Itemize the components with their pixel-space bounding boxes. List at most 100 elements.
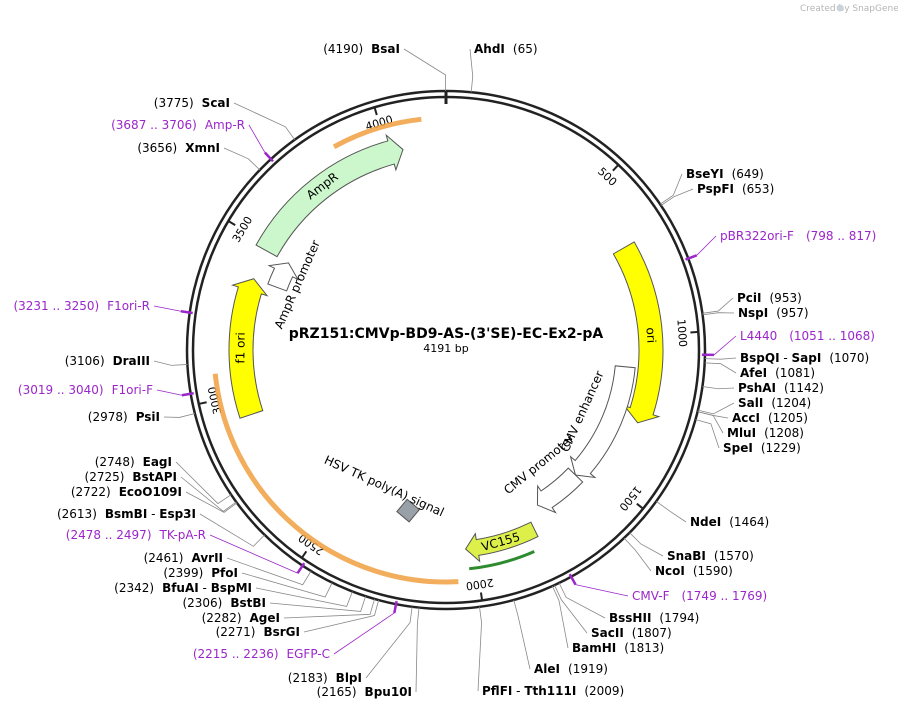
enzyme-label: (2165)Bpu10I — [317, 685, 412, 699]
enzyme-label: AccI(1205) — [732, 411, 808, 425]
primer-range: (3019 .. 3040) — [18, 383, 104, 397]
enzyme-position: (4190) — [323, 42, 363, 56]
enzyme-label: (2342)BfuAI - BspMI — [114, 581, 252, 595]
leader-line — [697, 411, 724, 434]
leader-line — [558, 582, 606, 619]
primer-mark — [568, 573, 577, 586]
leader-line — [704, 357, 737, 360]
enzyme-label: (2306)BstBI — [182, 596, 266, 610]
feature-ampr-promoter — [267, 262, 300, 292]
leader-line — [552, 585, 569, 649]
primer-range: (3687 .. 3706) — [111, 118, 197, 132]
tick-mark — [227, 220, 236, 226]
enzyme-label: (2722)EcoO109I — [71, 485, 182, 499]
primer-label: (2478 .. 2497)TK-pA-R — [66, 528, 206, 542]
enzyme-name: XmnI — [185, 141, 220, 155]
primer-name: pBR322ori-F — [720, 229, 794, 243]
enzyme-position: (2306) — [182, 596, 222, 610]
snapgene-credit: Created by SnapGene — [800, 4, 898, 14]
leader-line — [704, 362, 737, 374]
tick-label: 3500 — [230, 214, 255, 245]
primer-label: L4440(1051 .. 1068) — [740, 329, 875, 343]
enzyme-label: AfeI(1081) — [740, 366, 815, 380]
primer-mark — [181, 392, 194, 397]
enzyme-name-second: SapI — [792, 351, 822, 365]
enzyme-position: (2342) — [114, 581, 154, 595]
enzyme-label: (2613)BsmBI - Esp3I — [57, 507, 196, 521]
feature-label: f1 ori — [233, 332, 247, 363]
enzyme-position: (65) — [513, 42, 538, 56]
primer-mark — [180, 310, 193, 315]
enzyme-name: AleI — [534, 662, 560, 676]
leader-line — [255, 587, 353, 607]
enzyme-position: (2009) — [584, 684, 624, 698]
primer-label: (3687 .. 3706)Amp-R — [111, 118, 245, 132]
enzyme-position: (3106) — [65, 354, 105, 368]
primer-label: pBR322ori-F (798 .. 817) — [720, 229, 876, 243]
primer-name: CMV-F — [632, 589, 670, 603]
primer-range: (798 .. 817) — [806, 229, 876, 243]
primer-label: (3019 .. 3040)F1ori-F — [18, 383, 153, 397]
enzyme-name: AfeI — [740, 366, 767, 380]
primer-leader — [333, 612, 395, 655]
enzyme-name: PsiI — [136, 410, 160, 424]
enzyme-name: ScaI — [202, 96, 230, 110]
enzyme-position: (2613) — [57, 507, 97, 521]
feature-f1-ori — [228, 278, 269, 419]
leader-line — [469, 48, 474, 93]
primer-name: EGFP-C — [287, 647, 330, 661]
primer-mark — [393, 600, 398, 614]
enzyme-name: BfuAI — [162, 581, 199, 595]
tick-label: 1500 — [616, 483, 644, 513]
enzyme-position: (1794) — [659, 611, 699, 625]
leader-line — [655, 501, 687, 523]
leader-line — [365, 606, 413, 679]
leader-lines — [153, 48, 737, 693]
enzyme-name: PspFI — [697, 182, 734, 196]
enzyme-label: NcoI(1590) — [655, 564, 733, 578]
leader-line — [241, 572, 333, 598]
enzyme-name-second: Esp3I — [159, 507, 196, 521]
feature-label: ori — [643, 327, 658, 344]
enzyme-separator: - — [199, 581, 211, 595]
enzyme-label: NdeI(1464) — [690, 515, 769, 529]
enzyme-name: AhdI — [474, 42, 505, 56]
enzyme-name: SacII — [591, 626, 624, 640]
leader-line — [629, 532, 664, 557]
primer-range: (2215 .. 2236) — [193, 647, 279, 661]
leader-line — [415, 607, 420, 693]
enzyme-position: (1464) — [729, 515, 769, 529]
enzyme-position: (2271) — [216, 625, 256, 639]
enzyme-name-second: Tth111I — [524, 684, 576, 698]
tick-mark — [198, 401, 207, 405]
enzyme-label: NspI(957) — [738, 306, 809, 320]
enzyme-label: BseYI(649) — [686, 167, 764, 181]
plasmid-name: pRZ151:CMVp-BD9-AS-(3'SE)-EC-Ex2-pA — [289, 326, 604, 342]
enzyme-position: (2165) — [317, 685, 357, 699]
primer-leader — [696, 235, 717, 256]
leader-line — [180, 476, 237, 512]
leader-line — [623, 537, 652, 572]
primer-leader — [156, 389, 182, 396]
primer-leader — [713, 335, 737, 356]
leader-line — [702, 297, 734, 314]
enzyme-position: (2183) — [288, 671, 328, 685]
enzyme-label: PspFI(653) — [697, 182, 774, 196]
leader-line — [702, 312, 735, 316]
enzyme-position: (1813) — [624, 641, 664, 655]
credit-text: Created by SnapGene — [800, 4, 898, 14]
tick-mark — [690, 330, 699, 334]
primer-range: (2478 .. 2497) — [66, 528, 152, 542]
enzyme-name: NcoI — [655, 564, 685, 578]
enzyme-name: BspQI — [740, 351, 780, 365]
feature-vc155 — [464, 521, 539, 563]
leader-line — [233, 102, 296, 140]
leader-line — [185, 491, 238, 513]
enzyme-position: (2282) — [202, 611, 242, 625]
enzyme-name: NspI — [738, 306, 768, 320]
tick-mark — [479, 592, 484, 601]
enzyme-label: (2461)AvrII — [144, 551, 223, 565]
enzyme-name: PflFI — [482, 684, 512, 698]
leader-line — [403, 48, 447, 92]
